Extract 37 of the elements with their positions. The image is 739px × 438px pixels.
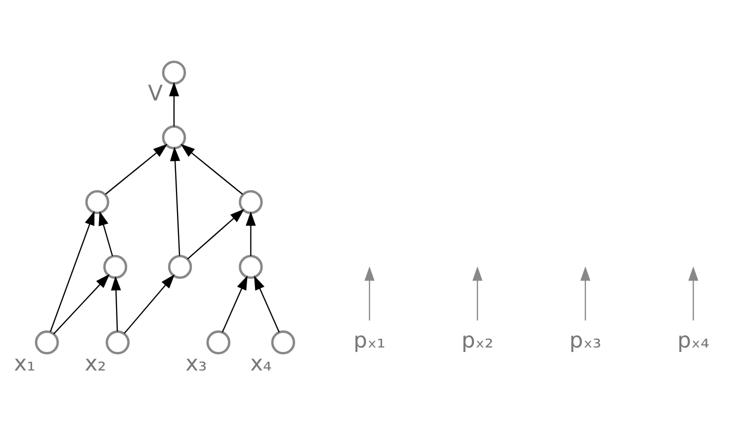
arrow (246, 210, 256, 256)
arrow (472, 266, 482, 320)
arrow (180, 143, 243, 194)
node-label: x₂ (84, 350, 106, 376)
arrow (124, 274, 175, 334)
node-text: pₓ₄ (677, 328, 710, 354)
node-circle (168, 254, 192, 278)
node-text: pₓ₃ (569, 328, 602, 354)
arrow (110, 275, 122, 331)
arrow (53, 274, 110, 334)
arrow (170, 146, 180, 256)
arrow (364, 266, 375, 320)
arrow (98, 210, 114, 256)
arrow (580, 266, 590, 320)
arrow (688, 266, 698, 320)
node-circle (271, 330, 296, 354)
arrow (168, 81, 180, 126)
node-label: x₁ (14, 350, 36, 376)
node-text: pₓ₂ (461, 328, 494, 354)
node-label: x₄ (250, 350, 272, 376)
arrow (222, 274, 248, 332)
node-circle (34, 330, 59, 354)
arrow (50, 210, 95, 332)
node-circle (162, 124, 186, 149)
node-circle (85, 190, 110, 214)
arrow (187, 208, 244, 259)
node-circle (162, 60, 186, 84)
arrow (254, 274, 280, 332)
arrow (105, 143, 168, 194)
node-circle (103, 254, 128, 278)
node-text: pₓ₁ (354, 328, 386, 354)
node-circle (206, 330, 230, 354)
node-circle (238, 190, 263, 214)
node-label: V (148, 81, 163, 106)
node-circle (106, 330, 130, 354)
node-label: x₃ (185, 350, 207, 376)
node-circle (238, 254, 263, 278)
